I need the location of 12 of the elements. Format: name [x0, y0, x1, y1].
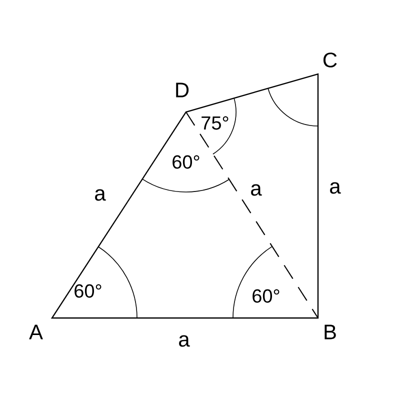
- vertex-label: A: [29, 324, 43, 340]
- side-label: a: [179, 335, 190, 347]
- angle-label: 60°: [74, 284, 102, 298]
- side-label: a: [251, 184, 262, 196]
- angle-label: 60°: [252, 289, 280, 303]
- vertex-label: D: [176, 82, 189, 98]
- vertex-label: C: [323, 52, 337, 68]
- side-label: a: [95, 189, 106, 201]
- vertex-label: B: [324, 324, 336, 340]
- side-label: a: [330, 182, 341, 194]
- angle-label: 60°: [172, 155, 200, 169]
- angle-label: 75°: [202, 116, 228, 130]
